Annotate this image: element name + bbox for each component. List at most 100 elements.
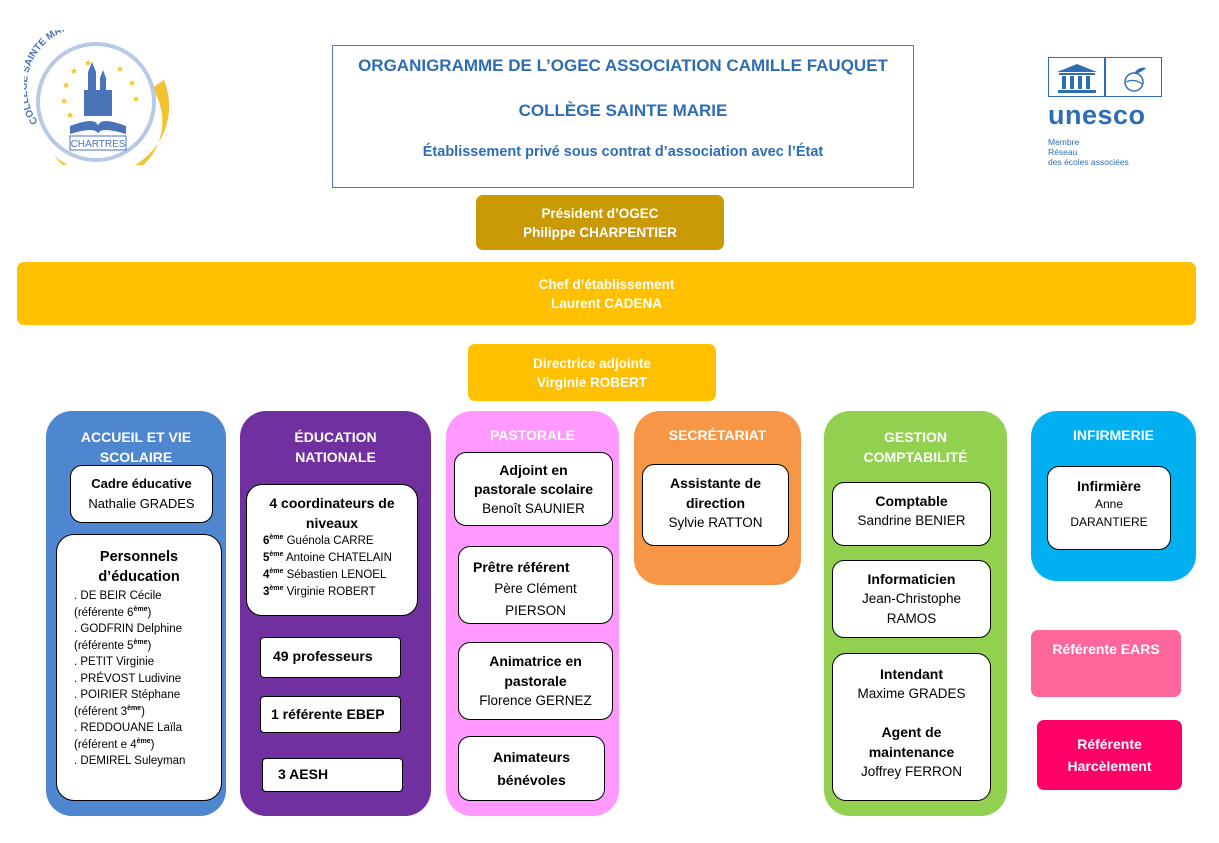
list-item: 3ème Virginie ROBERT <box>263 585 376 598</box>
animatrice-line2: pastorale <box>504 673 567 689</box>
unesco-line-2: Réseau <box>1048 147 1078 157</box>
svg-text:★: ★ <box>62 80 70 90</box>
infirmiere-name-line1: Anne <box>1094 497 1124 511</box>
comptable-role: Comptable <box>875 493 948 509</box>
card-coordinateurs: 4 coordinateurs de niveaux 6ème Guénola … <box>246 484 418 616</box>
education-title-line1: ÉDUCATION <box>294 429 377 445</box>
department-pastorale: PASTORALE Adjoint en pastorale scolaire … <box>446 411 619 816</box>
department-accueil-vie-scolaire: ACCUEIL ET VIE SCOLAIRE Cadre éducative … <box>46 411 226 816</box>
card-comptable: Comptable Sandrine BENIER <box>832 482 991 546</box>
harcelement-line2: Harcèlement <box>1067 758 1152 774</box>
harcelement-line1: Référente <box>1077 736 1142 752</box>
card-animatrice-pastorale: Animatrice en pastorale Florence GERNEZ <box>458 642 613 720</box>
ears-label: Référente EARS <box>1052 641 1160 657</box>
president-node: Président d’OGEC Philippe CHARPENTIER <box>476 195 724 250</box>
cadre-role: Cadre éducative <box>91 476 192 491</box>
aesh-label: 3 AESH <box>278 766 329 782</box>
svg-text:★: ★ <box>84 58 92 68</box>
svg-text:★: ★ <box>66 110 74 120</box>
agent-line2: maintenance <box>868 744 955 760</box>
president-name: Philippe CHARPENTIER <box>523 224 677 240</box>
list-item: 5ème Antoine CHATELAIN <box>263 551 392 564</box>
pastorale-title: PASTORALE <box>489 427 576 443</box>
informaticien-name-line2: RAMOS <box>886 611 937 626</box>
college-sainte-marie-logo: COLLÈGE SAINTE MARIE ★★ ★★ ★★ ★★ CHARTRE… <box>17 19 170 181</box>
adjointe-role: Directrice adjointe <box>533 355 651 371</box>
assistante-line2: direction <box>685 495 746 511</box>
page-title: ORGANIGRAMME DE L’OGEC ASSOCIATION CAMIL… <box>358 56 888 75</box>
referente-harcelement-node: Référente Harcèlement <box>1037 720 1182 790</box>
unesco-wordmark: unesco <box>1048 100 1146 130</box>
card-professeurs: 49 professeurs <box>260 637 401 678</box>
list-item: (référente 5ème) <box>74 638 152 652</box>
svg-text:★: ★ <box>70 66 78 76</box>
svg-text:★: ★ <box>60 96 68 106</box>
list-item: (référent 3ème) <box>74 704 145 718</box>
list-item: . PETIT Virginie <box>74 656 155 668</box>
list-item: (référent e 4ème) <box>74 737 155 751</box>
intendant-role: Intendant <box>880 666 943 682</box>
unesco-logo: unesco Membre Réseau des écoles associée… <box>1048 57 1178 172</box>
assistante-name: Sylvie RATTON <box>668 515 763 530</box>
svg-text:★: ★ <box>116 64 124 74</box>
infirmiere-name-line2: DARANTIERE <box>1070 515 1148 529</box>
unesco-line-3: des écoles associées <box>1048 157 1129 167</box>
personnels-list: . DE BEIR Cécile (référente 6ème) . GODF… <box>57 588 221 770</box>
card-aesh: 3 AESH <box>262 758 403 792</box>
gestion-title-line1: GESTION <box>883 429 947 445</box>
department-gestion-comptabilite: GESTION COMPTABILITÉ Comptable Sandrine … <box>824 411 1007 816</box>
animatrice-name: Florence GERNEZ <box>479 693 592 708</box>
informaticien-role: Informaticien <box>867 571 956 587</box>
coordinateurs-list: 6ème Guénola CARRE 5ème Antoine CHATELAI… <box>247 533 417 601</box>
intendant-name: Maxime GRADES <box>857 686 966 701</box>
infirmerie-title: INFIRMERIE <box>1073 427 1154 443</box>
gestion-title-line2: COMPTABILITÉ <box>863 449 968 465</box>
list-item: (référente 6ème) <box>74 605 152 619</box>
card-cadre-educative: Cadre éducative Nathalie GRADES <box>70 465 213 523</box>
secretariat-title: SECRÉTARIAT <box>668 427 767 443</box>
personnels-title-line2: d’éducation <box>98 569 180 585</box>
svg-text:★: ★ <box>132 94 140 104</box>
card-animateurs-benevoles: Animateurs bénévoles <box>458 736 605 801</box>
chef-role: Chef d’établissement <box>538 276 675 292</box>
list-item: 6ème Guénola CARRE <box>263 534 374 547</box>
list-item: . DE BEIR Cécile <box>74 590 162 602</box>
accueil-title-line1: ACCUEIL ET VIE <box>80 429 192 445</box>
title-box: ORGANIGRAMME DE L’OGEC ASSOCIATION CAMIL… <box>332 45 914 188</box>
coordinateurs-title-line2: niveaux <box>305 515 359 531</box>
agent-name: Joffrey FERRON <box>860 764 963 779</box>
card-assistante-direction: Assistante de direction Sylvie RATTON <box>642 464 789 546</box>
list-item: 4ème Sébastien LENOEL <box>263 568 387 581</box>
accueil-title-line2: SCOLAIRE <box>99 449 173 465</box>
adjointe-name: Virginie ROBERT <box>536 374 648 390</box>
agent-line1: Agent de <box>881 724 942 740</box>
personnels-title-line1: Personnels <box>99 549 179 565</box>
department-secretariat: SECRÉTARIAT Assistante de direction Sylv… <box>634 411 801 585</box>
animateurs-line2: bénévoles <box>497 772 566 788</box>
card-intendant-maintenance: Intendant Maxime GRADES Agent de mainten… <box>832 653 991 801</box>
animatrice-line1: Animatrice en <box>489 653 582 669</box>
pretre-role: Prêtre référent <box>473 559 570 575</box>
ebep-label: 1 référente EBEP <box>271 706 385 722</box>
card-pretre-referent: Prêtre référent Père Clément PIERSON <box>458 546 613 624</box>
president-role: Président d’OGEC <box>541 205 659 221</box>
professeurs-label: 49 professeurs <box>273 648 373 664</box>
logo-city: CHARTRES <box>71 139 126 150</box>
page-tagline: Établissement privé sous contrat d’assoc… <box>422 144 824 160</box>
comptable-name: Sandrine BENIER <box>857 513 966 528</box>
list-item: . REDDOUANE Laïla <box>74 722 183 734</box>
referente-ears-node: Référente EARS <box>1031 630 1181 697</box>
informaticien-name-line1: Jean-Christophe <box>861 591 962 606</box>
list-item: . POIRIER Stéphane <box>74 689 181 701</box>
infirmiere-role: Infirmière <box>1077 478 1141 494</box>
animateurs-line1: Animateurs <box>492 749 571 765</box>
college-crest-icon: COLLÈGE SAINTE MARIE ★★ ★★ ★★ ★★ CHARTRE… <box>17 19 170 181</box>
adjoint-name: Benoît SAUNIER <box>482 501 585 516</box>
list-item: . DEMIREL Suleyman <box>74 755 186 767</box>
pretre-name-line1: Père Clément <box>494 581 577 596</box>
unesco-line-1: Membre <box>1048 137 1080 147</box>
adjoint-line2: pastorale scolaire <box>473 481 594 497</box>
adjoint-line1: Adjoint en <box>499 462 568 478</box>
page-subtitle: COLLÈGE SAINTE MARIE <box>518 101 728 120</box>
education-title-line2: NATIONALE <box>295 449 376 465</box>
